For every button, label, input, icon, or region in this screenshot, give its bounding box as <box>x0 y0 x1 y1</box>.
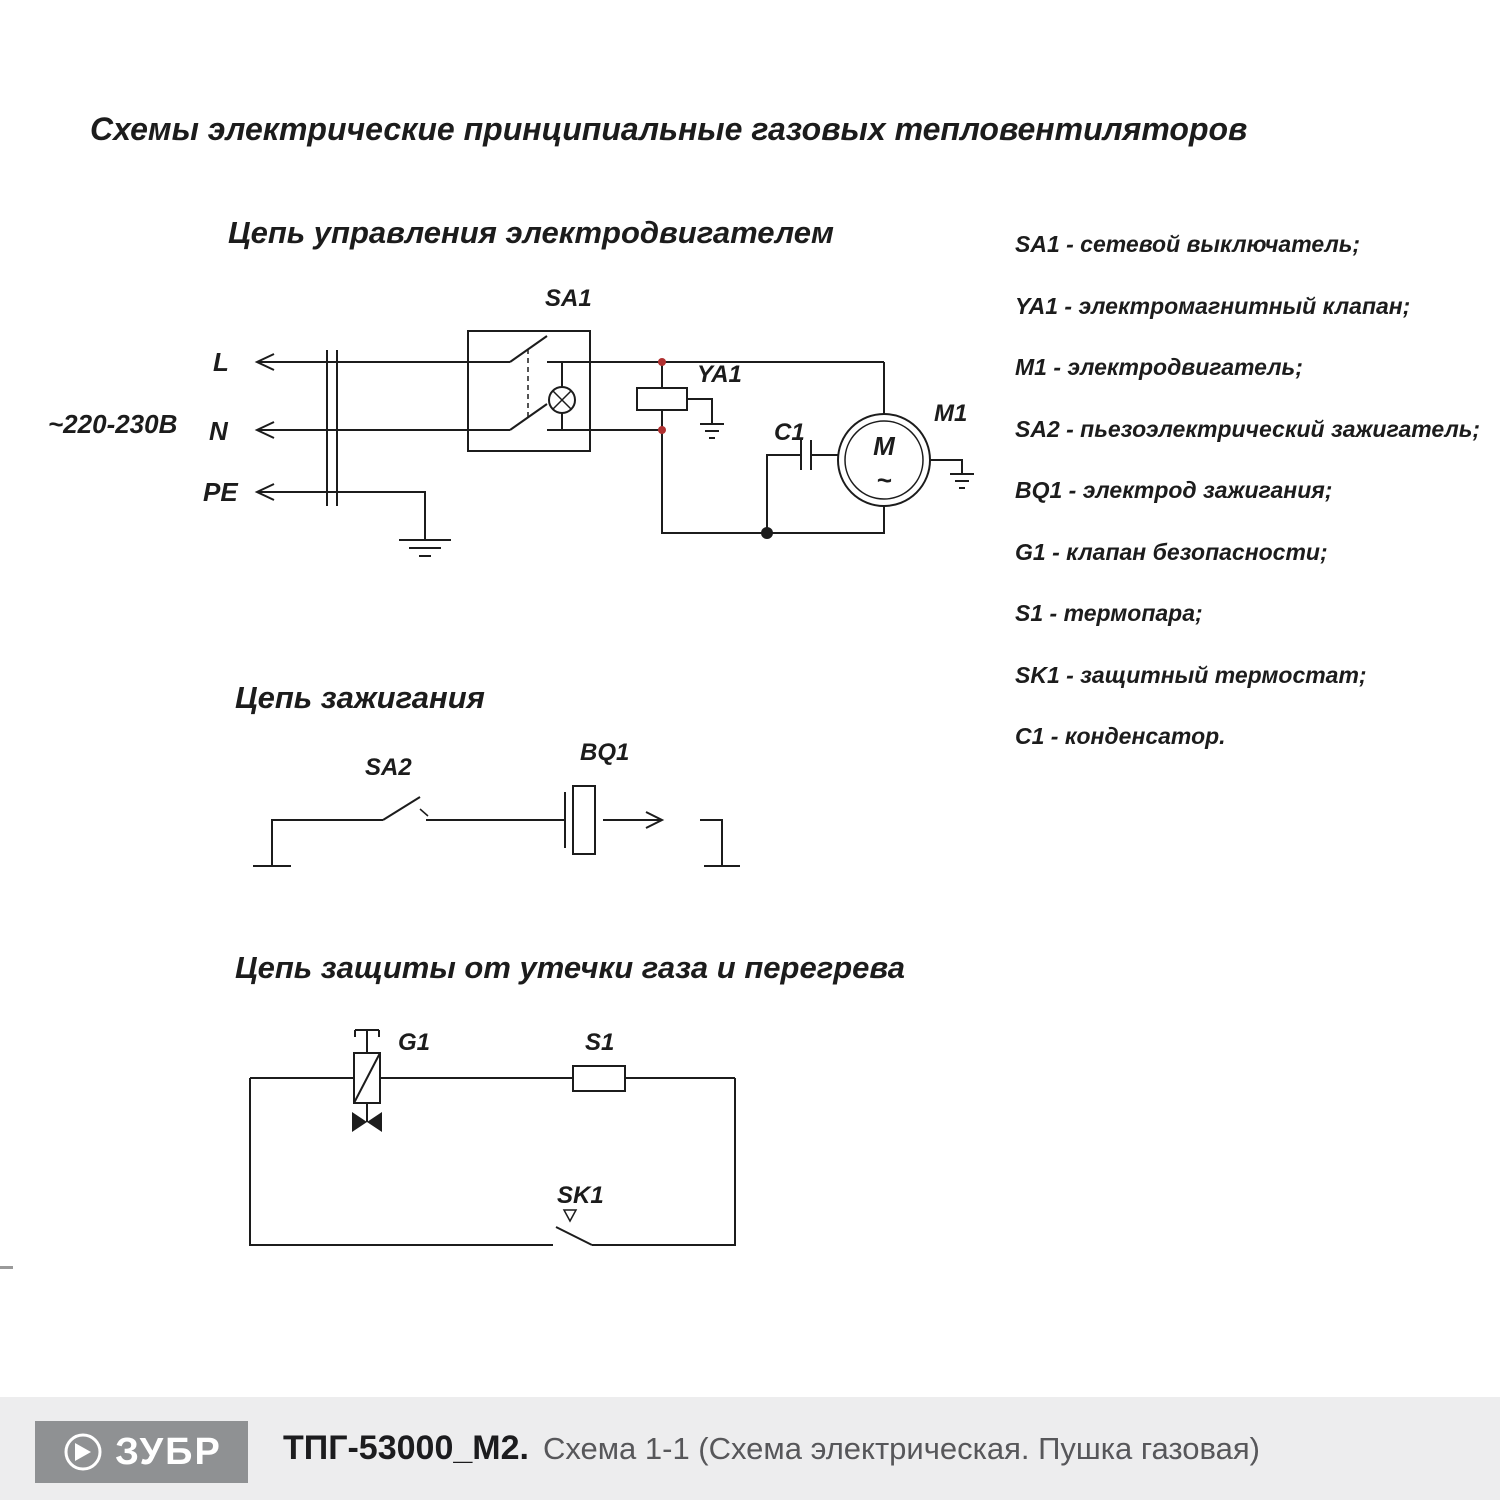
zubr-logo: ЗУБР <box>35 1421 248 1483</box>
model-number: ТПГ-53000_М2. <box>283 1429 529 1467</box>
legend-item: G1 - клапан безопасности; <box>1015 539 1328 565</box>
sa2-contact-tick <box>419 808 429 817</box>
ya1-label: YA1 <box>697 361 742 388</box>
footer-caption-row: ТПГ-53000_М2. Схема 1-1 (Схема электриче… <box>283 1397 1260 1500</box>
legend-item: S1 - термопара; <box>1015 600 1203 626</box>
junction-dot-red-1 <box>658 358 666 366</box>
protection-heading: Цепь защиты от утечки газа и перегрева <box>235 950 905 985</box>
legend-item: M1 - электродвигатель; <box>1015 354 1303 380</box>
motor-circuit-heading: Цепь управления электродвигателем <box>228 215 834 250</box>
protection-circuit: Цепь защиты от утечки газа и перегрева G… <box>235 950 905 1246</box>
sa1-label: SA1 <box>545 285 592 312</box>
pe-ground-icon <box>399 539 451 557</box>
g1-label: G1 <box>398 1029 430 1056</box>
terminal-n-label: N <box>209 416 229 446</box>
g1-valve-diagonal <box>353 1052 381 1104</box>
ya1-ground-icon <box>700 423 724 439</box>
sa2-label: SA2 <box>365 754 412 781</box>
legend-item: C1 - конденсатор. <box>1015 723 1226 749</box>
cable-marks <box>326 350 338 506</box>
g1-valve-bowtie-left <box>352 1112 367 1132</box>
junction-dot-red-2 <box>658 426 666 434</box>
lamp-cross <box>552 390 572 410</box>
ignition-left-terminal <box>253 819 383 867</box>
spark-arrow-icon <box>645 811 665 829</box>
wire-l <box>258 361 885 414</box>
s1-label: S1 <box>585 1029 614 1056</box>
legend-item: SK1 - защитный термостат; <box>1015 662 1367 688</box>
wire-c1-branch <box>766 454 838 533</box>
sa1-switch-box <box>467 330 591 452</box>
schematic-canvas: Схемы электрические принципиальные газов… <box>48 111 1480 1246</box>
brand-name: ЗУБР <box>115 1430 222 1473</box>
wire-ya1-branch <box>661 362 885 534</box>
supply-arrow-icons <box>254 353 275 501</box>
ignition-right-terminal <box>700 819 740 867</box>
legend-item: SA2 - пьезоэлектрический зажигатель; <box>1015 416 1480 442</box>
scheme-caption: Схема 1-1 (Схема электрическая. Пушка га… <box>542 1430 1260 1466</box>
sa2-switch-blade <box>382 796 421 821</box>
ya1-ground-branch <box>687 398 713 424</box>
sk1-label: SK1 <box>557 1182 604 1209</box>
g1-actuator-icon <box>354 1029 380 1053</box>
ignition-circuit: Цепь зажигания SA2 BQ1 <box>235 680 740 867</box>
ya1-valve-coil <box>636 387 688 411</box>
terminal-pe-label: PE <box>203 477 238 507</box>
legend: SA1 - сетевой выключатель; YA1 - электро… <box>1015 231 1480 749</box>
page-edge-mark <box>0 1266 13 1269</box>
sk1-switch-blade <box>555 1226 593 1246</box>
c1-label: C1 <box>774 419 805 446</box>
voltage-label: ~220-230В <box>48 409 177 439</box>
motor-letter: M <box>873 431 896 461</box>
legend-item: YA1 - электромагнитный клапан; <box>1015 293 1410 319</box>
motor-inner-circle <box>844 420 924 500</box>
g1-valve-bowtie-right <box>367 1112 382 1132</box>
bq1-label: BQ1 <box>580 739 629 766</box>
s1-thermocouple-body <box>572 1065 626 1092</box>
m1-label: M1 <box>934 400 967 427</box>
page-title: Схемы электрические принципиальные газов… <box>90 111 1247 147</box>
wire-pe <box>258 491 426 540</box>
sk1-thermostat-marker <box>562 1209 578 1223</box>
protection-loop <box>249 1077 736 1246</box>
motor-ground-branch <box>930 459 963 474</box>
legend-item: SA1 - сетевой выключатель; <box>1015 231 1360 257</box>
terminal-l-label: L <box>213 347 229 377</box>
footer-bar: ЗУБР ТПГ-53000_М2. Схема 1-1 (Схема элек… <box>0 1397 1500 1500</box>
bq1-electrode-body <box>572 785 596 855</box>
motor-ground-icon <box>950 473 974 489</box>
motor-ac-symbol: ~ <box>876 465 891 495</box>
c1-capacitor-icon <box>800 440 812 470</box>
zubr-logo-icon <box>64 1433 102 1471</box>
ignition-heading: Цепь зажигания <box>235 680 485 715</box>
indicator-lamp-icon <box>548 386 576 414</box>
motor-control-circuit: Цепь управления электродвигателем ~220-2… <box>48 215 974 557</box>
legend-item: BQ1 - электрод зажигания; <box>1015 477 1332 503</box>
junction-dot-black <box>761 527 773 539</box>
